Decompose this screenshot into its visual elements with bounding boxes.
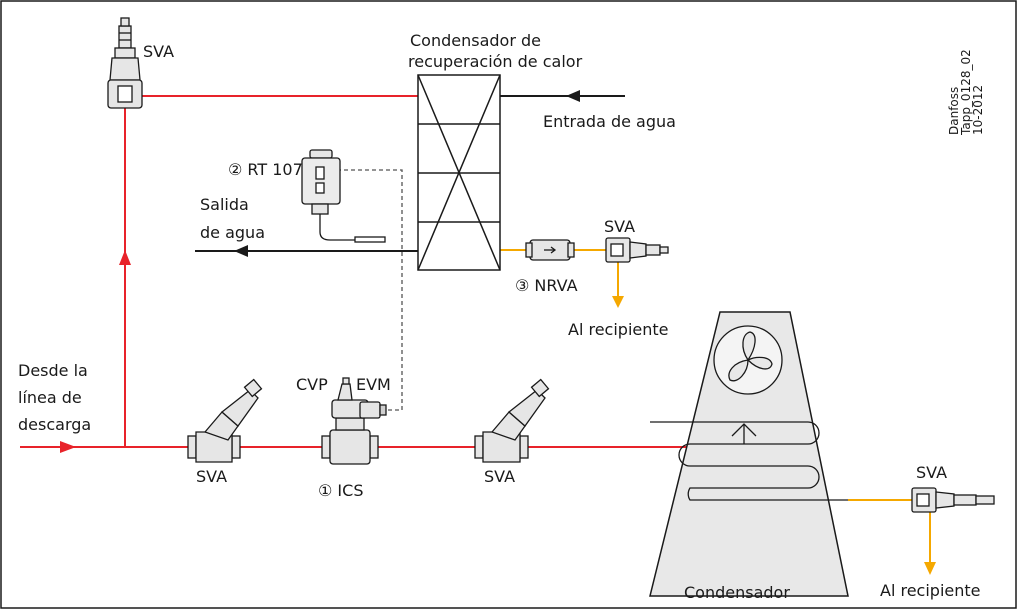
valve-icon (107, 17, 143, 109)
water-inlet-arrow (566, 90, 580, 102)
label-rt107: ② RT 107 (228, 160, 303, 179)
label-from-discharge-3: descarga (18, 415, 91, 434)
label-to-receiver-2: Al recipiente (880, 581, 981, 600)
hot-gas-lines (20, 95, 690, 448)
label-heat-recovery-condenser-1: Condensador de (410, 31, 541, 50)
label-from-discharge-1: Desde la (18, 361, 88, 380)
condenser-coil (650, 421, 848, 501)
label-to-receiver-1: Al recipiente (568, 320, 669, 339)
valve-icon (474, 378, 550, 463)
label-sva-mid: SVA (484, 467, 515, 486)
ref-line-1: Danfoss (947, 87, 961, 135)
ref-line-3: 10-2012 (971, 85, 985, 135)
label-nrva: ③ NRVA (515, 276, 578, 295)
label-from-discharge-2: línea de (18, 388, 82, 407)
valve-icon (605, 237, 669, 263)
liquid-arrow-2 (924, 562, 936, 575)
label-sva-top: SVA (143, 42, 174, 61)
flow-arrow-up (119, 250, 131, 265)
label-sva-left: SVA (196, 467, 227, 486)
check-valve-icon (525, 239, 575, 261)
heat-recovery-condenser (417, 74, 501, 271)
condenser (649, 311, 849, 597)
label-evm: EVM (356, 375, 391, 394)
pressure-switch-icon (301, 149, 386, 243)
label-condenser: Condensador (684, 583, 790, 602)
valve-icon (187, 378, 263, 463)
label-sva-nrva: SVA (604, 217, 635, 236)
valve-icon (911, 487, 995, 513)
label-water-outlet-1: Salida (200, 195, 249, 214)
liquid-arrow-1 (612, 296, 624, 308)
water-lines (195, 95, 625, 252)
label-sva-right: SVA (916, 463, 947, 482)
label-cvp: CVP (296, 375, 328, 394)
solenoid-icon (359, 401, 387, 419)
ref-line-2: Tapp_0128_02 (959, 49, 973, 136)
label-ics: ① ICS (318, 481, 363, 500)
label-water-outlet-2: de agua (200, 223, 265, 242)
label-water-inlet: Entrada de agua (543, 112, 676, 131)
fan-icon (713, 325, 783, 395)
control-signal-line (330, 169, 403, 411)
label-heat-recovery-condenser-2: recuperación de calor (408, 52, 583, 71)
water-outlet-arrow (234, 245, 248, 257)
reference-code: Danfoss Tapp_0128_02 10-2012 (947, 49, 985, 136)
flow-arrow-inlet (60, 441, 76, 453)
